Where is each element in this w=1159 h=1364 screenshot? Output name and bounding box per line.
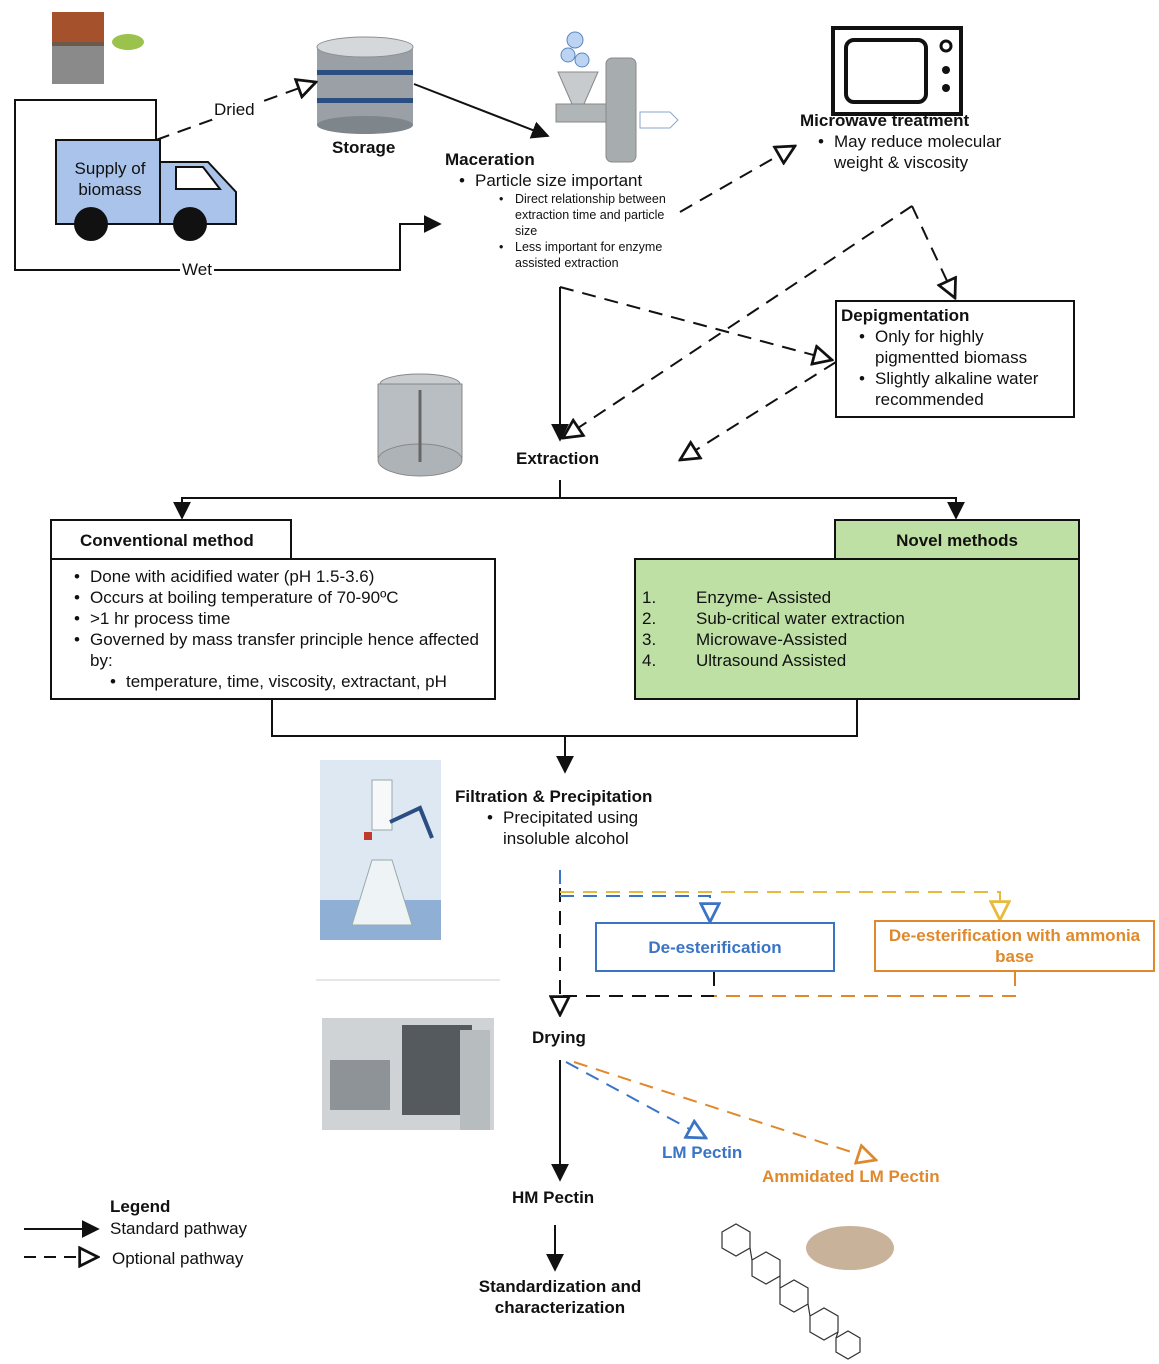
filtration-flask-photo [320, 760, 441, 940]
grinder-icon [555, 31, 679, 163]
de-esterification-ammonia-box: De-esterification with ammonia base [874, 920, 1155, 972]
novel-item: Ultrasound Assisted [696, 651, 847, 670]
legend-optional-label: Optional pathway [112, 1249, 244, 1268]
reactor-icon [377, 373, 463, 477]
novel-box: 1. Enzyme- Assisted 2. Sub-critical water … [634, 558, 1080, 700]
filtration-title: Filtration & Precipitation [455, 787, 653, 806]
storage-label: Storage [332, 138, 396, 157]
conventional-point: Done with acidified water (pH 1.5-3.6) [72, 566, 484, 587]
depigmentation-point: Slightly alkaline water recommended [857, 368, 1069, 410]
novel-number: 4. [642, 651, 657, 670]
novel-item: Enzyme- Assisted [696, 588, 832, 607]
hm-pectin-label: HM Pectin [512, 1188, 595, 1207]
storage-icon [316, 36, 414, 134]
extraction-label: Extraction [516, 449, 600, 468]
novel-item: Microwave-Assisted [696, 630, 848, 649]
drying-label: Drying [532, 1028, 586, 1047]
conventional-title: Conventional method [50, 519, 292, 560]
standardization-label: Standardization and characterization [478, 1277, 642, 1317]
dried-label: Dried [212, 99, 257, 120]
biomass-photo [52, 12, 144, 84]
de-esterification-box: De-esterification [595, 922, 835, 972]
maceration-sub: Direct relationship between extraction t… [497, 191, 677, 239]
conventional-point: >1 hr process time [72, 608, 484, 629]
maceration-main: Particle size important [457, 170, 685, 191]
novel-title: Novel methods [834, 519, 1080, 560]
molecule-structure-icon [721, 1223, 861, 1360]
depigmentation-box: Depigmentation Only for highly pigmentte… [835, 300, 1075, 418]
standard-pathways [14, 83, 965, 1272]
filtration-block: Filtration & Precipitation Precipitated … [455, 786, 695, 849]
novel-number: 2. [642, 609, 657, 628]
novel-item: Sub-critical water extraction [696, 609, 905, 628]
maceration-block: Maceration Particle size important Direc… [445, 149, 685, 271]
maceration-title: Maceration [445, 150, 535, 169]
amidated-lm-pectin-label: Ammidated LM Pectin [762, 1167, 940, 1186]
supply-label: Supply of biomass [74, 159, 146, 199]
depigmentation-title: Depigmentation [841, 306, 970, 325]
legend-title: Legend [110, 1197, 171, 1216]
depigmentation-point: Only for highly pigmentted biomass [857, 326, 1069, 368]
novel-number: 1. [642, 588, 657, 607]
pectin-powder-photo [806, 1226, 894, 1270]
conventional-box: Done with acidified water (pH 1.5-3.6) O… [50, 558, 496, 700]
microwave-icon [831, 26, 963, 116]
wet-label: Wet [180, 259, 214, 280]
freeze-dryer-photo [322, 1018, 494, 1130]
conventional-point: Occurs at boiling temperature of 70-90ºC [72, 587, 484, 608]
truck-icon [55, 139, 237, 241]
microwave-block: Microwave treatment May reduce molecular… [800, 110, 1030, 173]
conventional-sub: temperature, time, viscosity, extractant… [108, 671, 484, 692]
microwave-point: May reduce molecular weight & viscosity [816, 131, 1030, 173]
maceration-sub: Less important for enzyme assisted extra… [497, 239, 677, 271]
novel-number: 3. [642, 630, 657, 649]
conventional-point: Governed by mass transfer principle henc… [72, 629, 484, 671]
microwave-title: Microwave treatment [800, 111, 970, 130]
lm-pectin-label: LM Pectin [662, 1143, 743, 1162]
filtration-point: Precipitated using insoluble alcohol [485, 807, 645, 849]
legend-standard-label: Standard pathway [110, 1219, 248, 1238]
modification-pathways [559, 870, 1016, 1160]
